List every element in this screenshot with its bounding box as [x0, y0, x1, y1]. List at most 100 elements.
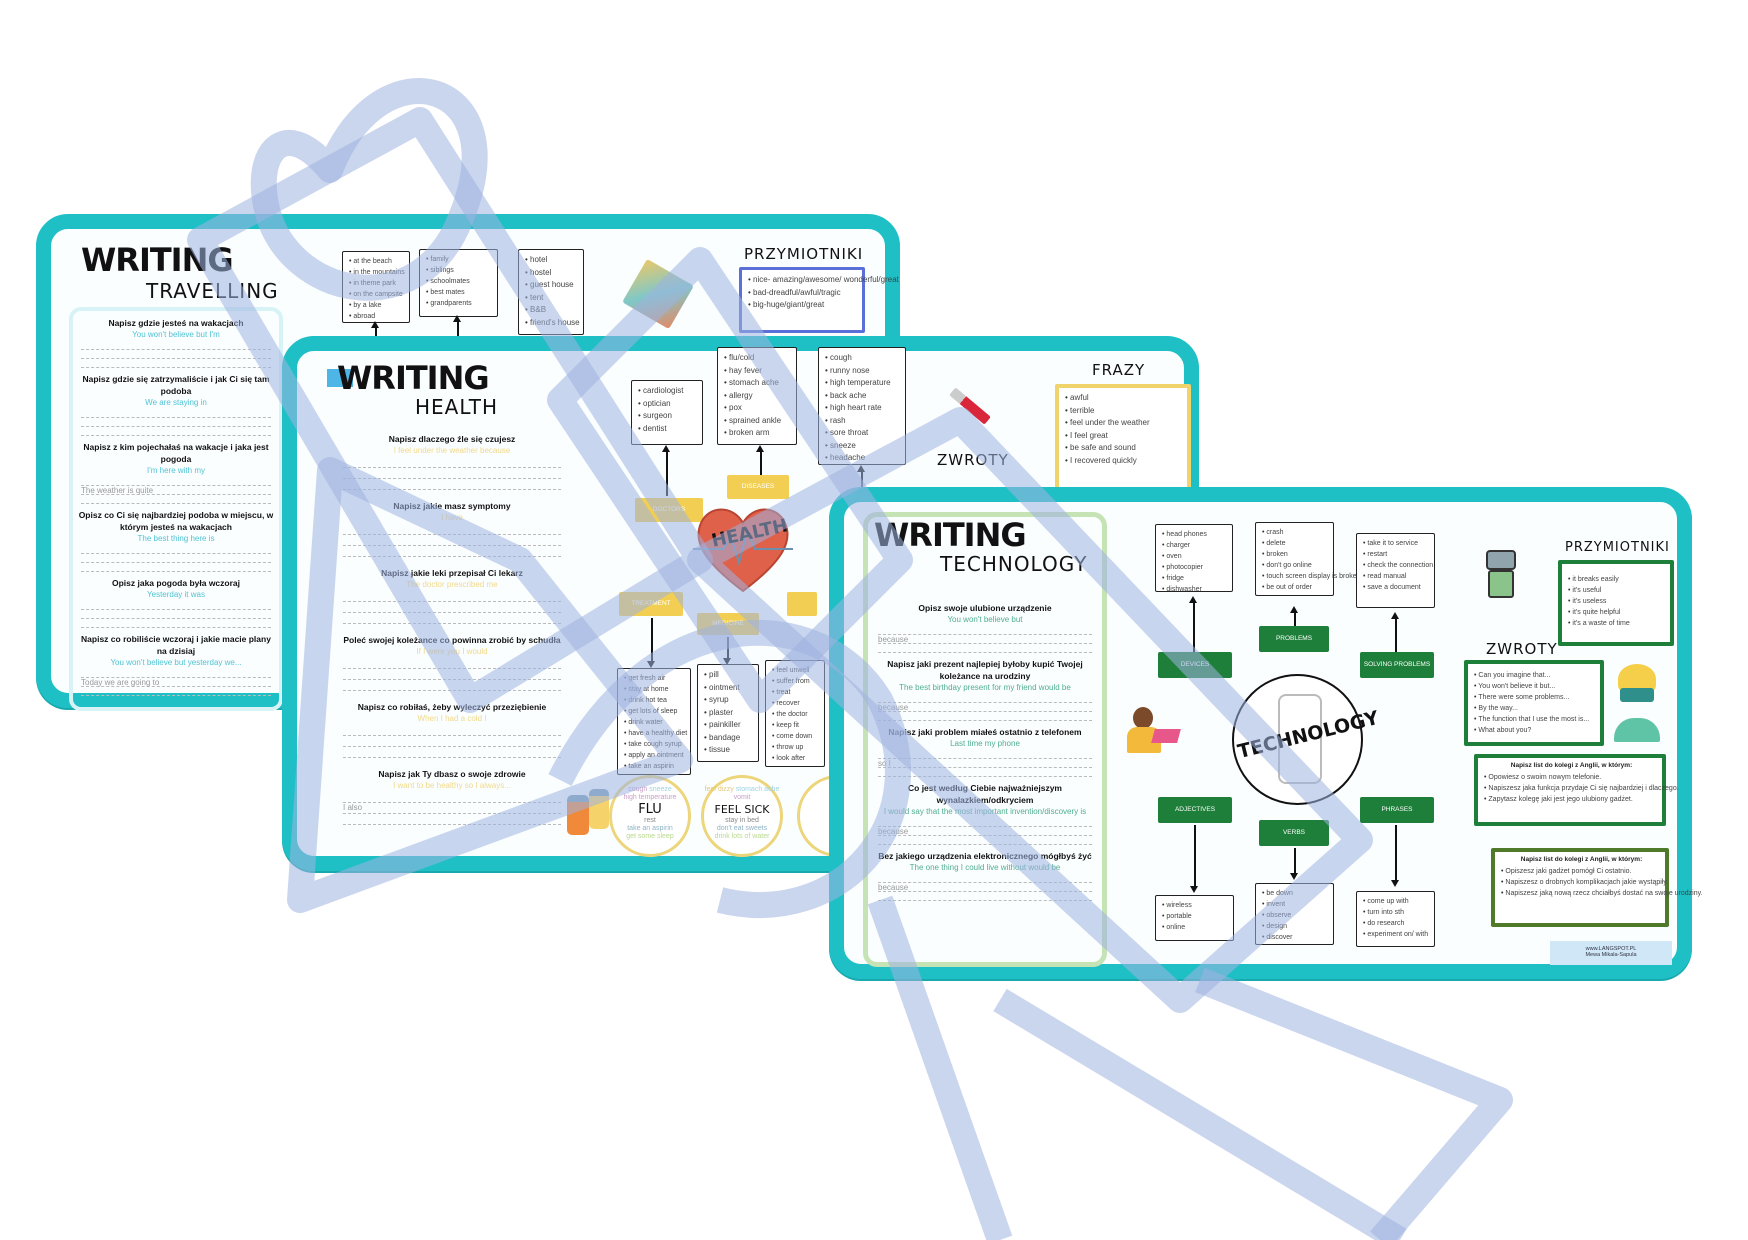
- arrow-icon: [1291, 848, 1297, 880]
- writing-line[interactable]: Today we are going to: [81, 678, 271, 687]
- writing-line[interactable]: [81, 554, 271, 563]
- list-item: hay fever: [724, 365, 793, 378]
- list-item: crash: [1262, 527, 1330, 538]
- writing-line[interactable]: [81, 359, 271, 368]
- list-item: pox: [724, 402, 793, 415]
- list-item: hotel: [525, 254, 580, 267]
- writing-line[interactable]: [878, 836, 1092, 845]
- writing-line[interactable]: [343, 535, 561, 546]
- writing-line[interactable]: [878, 874, 1092, 883]
- writing-line[interactable]: [343, 591, 561, 602]
- writing-line[interactable]: [81, 409, 271, 418]
- writing-line[interactable]: so I: [878, 759, 1092, 768]
- writing-line[interactable]: [343, 546, 561, 557]
- adjectives-label: ADJECTIVES: [1158, 797, 1232, 823]
- writing-line[interactable]: [343, 792, 561, 803]
- list-item: take cough syrup: [624, 739, 687, 750]
- writing-line[interactable]: [343, 613, 561, 624]
- writing-line[interactable]: [81, 610, 271, 619]
- writing-line[interactable]: [81, 687, 271, 696]
- arrow-icon: [1392, 825, 1398, 887]
- writing-line[interactable]: [81, 427, 271, 436]
- writing-line[interactable]: [81, 563, 271, 572]
- writing-line[interactable]: [343, 658, 561, 669]
- list-item: nice- amazing/awesome/ wonderful/great: [748, 274, 899, 287]
- writing-line[interactable]: [878, 818, 1092, 827]
- list-item: surgeon: [638, 410, 699, 423]
- list-item: it's useless: [1568, 596, 1667, 607]
- writing-line[interactable]: [878, 626, 1092, 635]
- writing-line[interactable]: [81, 418, 271, 427]
- list-item: hostel: [525, 267, 580, 280]
- girl-tablet-image: [1127, 707, 1183, 755]
- writing-line[interactable]: The weather is quite: [81, 486, 271, 495]
- writing-line[interactable]: [343, 479, 561, 490]
- writing-line[interactable]: [343, 468, 561, 479]
- list-item: check the connection: [1363, 560, 1433, 571]
- writing-line[interactable]: [81, 545, 271, 554]
- list-item: syrup: [704, 694, 755, 707]
- list-item: tissue: [704, 744, 755, 757]
- writing-line[interactable]: [81, 495, 271, 504]
- list-item: family: [426, 254, 494, 265]
- list-item: take it to service: [1363, 538, 1431, 549]
- writing-line[interactable]: [81, 350, 271, 359]
- list-item: The function that I use the most is...: [1474, 714, 1597, 725]
- sick-word: vomit: [733, 794, 751, 801]
- writing-question: Napisz z kim pojechałaś na wakacje i jak…: [75, 441, 277, 504]
- writing-line[interactable]: [878, 644, 1092, 653]
- list-item: I recovered quickly: [1065, 455, 1184, 468]
- writing-line[interactable]: [878, 768, 1092, 777]
- sick-word: drink lots of water: [714, 833, 770, 840]
- list-item: apply an ointment: [624, 750, 687, 761]
- writing-line[interactable]: because: [878, 883, 1092, 892]
- vr-person-image: [1610, 664, 1666, 744]
- flu-word: take an aspirin: [627, 825, 673, 832]
- list-item: painkiller: [704, 719, 755, 732]
- solving-label: SOLVING PROBLEMS: [1360, 652, 1434, 678]
- list-item: recover: [772, 698, 821, 709]
- list-item: Opiszesz jaki gadżet pomógł Ci ostatnio.: [1501, 866, 1662, 877]
- writing-line[interactable]: [343, 524, 561, 535]
- writing-line[interactable]: [343, 680, 561, 691]
- sentence-starter: The one thing I could live without would…: [909, 863, 1061, 872]
- question-prompt: Opisz co Ci się najbardziej podoba w mie…: [78, 510, 274, 532]
- list-item: don't go online: [1262, 560, 1330, 571]
- sick-word: stomach ache: [735, 786, 780, 793]
- list-item: online: [1162, 922, 1230, 933]
- writing-line[interactable]: [878, 892, 1092, 901]
- technology-subtitle: TECHNOLOGY: [940, 552, 1088, 576]
- writing-line[interactable]: [878, 750, 1092, 759]
- list-item: treat: [772, 687, 821, 698]
- writing-line[interactable]: [81, 669, 271, 678]
- writing-line[interactable]: [81, 477, 271, 486]
- writing-line[interactable]: [343, 725, 561, 736]
- writing-line[interactable]: [343, 669, 561, 680]
- writing-line[interactable]: because: [878, 635, 1092, 644]
- writing-line[interactable]: [81, 601, 271, 610]
- writing-line[interactable]: [81, 619, 271, 628]
- list-item: keep fit: [772, 720, 821, 731]
- sentence-starter: I want to be healthy so I always...: [393, 781, 511, 790]
- list-item: fridge: [1162, 573, 1229, 584]
- writing-line[interactable]: [343, 747, 561, 758]
- list-item: cardiologist: [638, 385, 699, 398]
- writing-line[interactable]: [343, 814, 561, 825]
- writing-line[interactable]: [81, 341, 271, 350]
- writing-line[interactable]: [343, 457, 561, 468]
- writing-line[interactable]: [878, 712, 1092, 721]
- list-item: dishwasher: [1162, 584, 1229, 595]
- health-title: WRITING: [337, 359, 490, 397]
- list-item: friend's house: [525, 317, 580, 330]
- writing-line[interactable]: [343, 602, 561, 613]
- writing-line[interactable]: [343, 736, 561, 747]
- writing-line[interactable]: because: [878, 703, 1092, 712]
- writing-line[interactable]: because: [878, 827, 1092, 836]
- sentence-starter: If I were you I would: [416, 647, 488, 656]
- devices-box: head phoneschargerovenphotocopierfridged…: [1155, 524, 1233, 595]
- writing-line[interactable]: [878, 694, 1092, 703]
- writing-line[interactable]: I also: [343, 803, 561, 814]
